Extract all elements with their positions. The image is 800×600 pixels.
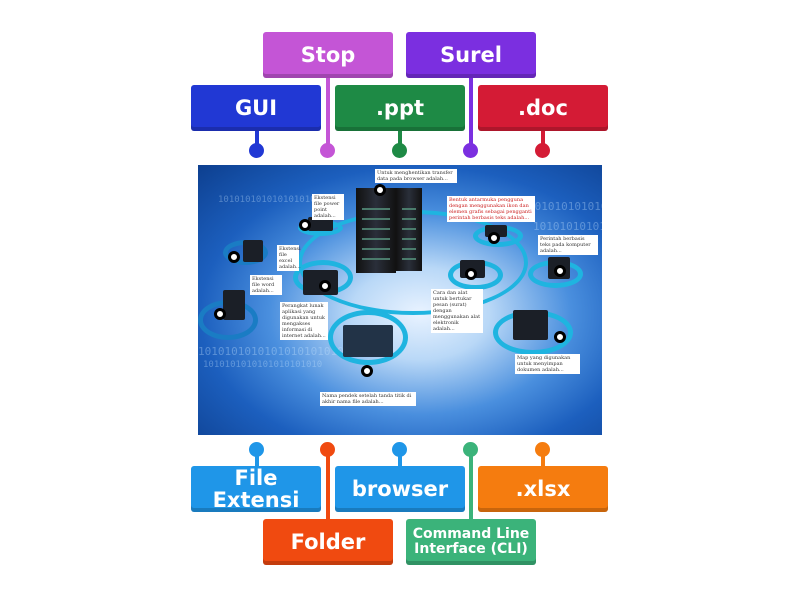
server-rack <box>396 188 422 271</box>
binary-pattern: 1010101010101010101010 <box>218 195 338 205</box>
drop-target-pin[interactable] <box>554 331 566 343</box>
connector-stem <box>469 78 473 144</box>
answer-card-doc[interactable]: .doc <box>478 85 608 131</box>
connector-stem <box>326 455 330 521</box>
connector-dot <box>249 143 264 158</box>
question-label: Untuk menghentikan transfer data pada br… <box>375 169 457 183</box>
connector-stem <box>398 131 402 145</box>
answer-card-cli[interactable]: Command Line Interface (CLI) <box>406 519 536 565</box>
connector-stem <box>255 455 259 467</box>
connector-dot <box>320 143 335 158</box>
binary-pattern: 1010101010101010101010 <box>203 360 323 370</box>
question-label: Cara dan alat untuk bertukar pesan (sura… <box>431 289 483 333</box>
connector-stem <box>541 455 545 467</box>
question-label: Bentuk antarmuka pengguna dengan menggun… <box>447 196 535 222</box>
server-rack <box>356 188 396 273</box>
computer-device <box>223 290 245 320</box>
connector-dot <box>463 442 478 457</box>
connector-stem <box>541 131 545 145</box>
drop-target-pin[interactable] <box>214 308 226 320</box>
connector-dot <box>320 442 335 457</box>
computer-device <box>343 325 393 357</box>
drop-target-pin[interactable] <box>319 280 331 292</box>
drop-target-pin[interactable] <box>488 232 500 244</box>
answer-card-ppt[interactable]: .ppt <box>335 85 465 131</box>
binary-pattern: 1010101010101010101010 <box>533 220 602 233</box>
drop-target-pin[interactable] <box>554 265 566 277</box>
answer-card-gui[interactable]: GUI <box>191 85 321 131</box>
question-label: Map yang digunakan untuk menyimpan dokum… <box>515 354 580 374</box>
question-label: Nama pendek setelah tanda titik di akhir… <box>320 392 416 406</box>
computer-device <box>308 217 333 231</box>
drop-target-pin[interactable] <box>299 219 311 231</box>
answer-card-xlsx[interactable]: .xlsx <box>478 466 608 512</box>
network-ring <box>328 310 408 365</box>
connector-stem <box>469 455 473 521</box>
drop-target-pin[interactable] <box>361 365 373 377</box>
question-label: Ekstensi file excel adalah... <box>277 245 301 271</box>
connector-dot <box>535 442 550 457</box>
network-diagram-image: 1010101010101010101010 10101010101010101… <box>198 165 602 435</box>
computer-device <box>513 310 548 340</box>
connector-dot <box>392 143 407 158</box>
connector-dot <box>535 143 550 158</box>
answer-card-browser[interactable]: browser <box>335 466 465 512</box>
answer-card-file-extensi[interactable]: File Extensi <box>191 466 321 512</box>
drop-target-pin[interactable] <box>465 268 477 280</box>
binary-pattern: 1010101010101010101010 <box>198 345 344 358</box>
drop-target-pin[interactable] <box>374 184 386 196</box>
question-label: Ekstensi file word adalah... <box>250 275 282 295</box>
question-label: Perangkat lunak aplikasi yang digunakan … <box>280 302 328 340</box>
drop-target-pin[interactable] <box>228 251 240 263</box>
connector-stem <box>398 455 402 467</box>
question-label: Ekstensi file power point adalah... <box>312 194 344 220</box>
answer-card-stop[interactable]: Stop <box>263 32 393 78</box>
connector-dot <box>249 442 264 457</box>
answer-card-surel[interactable]: Surel <box>406 32 536 78</box>
connector-dot <box>392 442 407 457</box>
connector-stem <box>255 131 259 145</box>
binary-pattern: 1010101010101010101010 <box>528 200 602 213</box>
answer-card-folder[interactable]: Folder <box>263 519 393 565</box>
connector-dot <box>463 143 478 158</box>
connector-stem <box>326 78 330 144</box>
question-label: Perintah berbasis teks pada komputer ada… <box>538 235 598 255</box>
computer-device <box>243 240 263 262</box>
